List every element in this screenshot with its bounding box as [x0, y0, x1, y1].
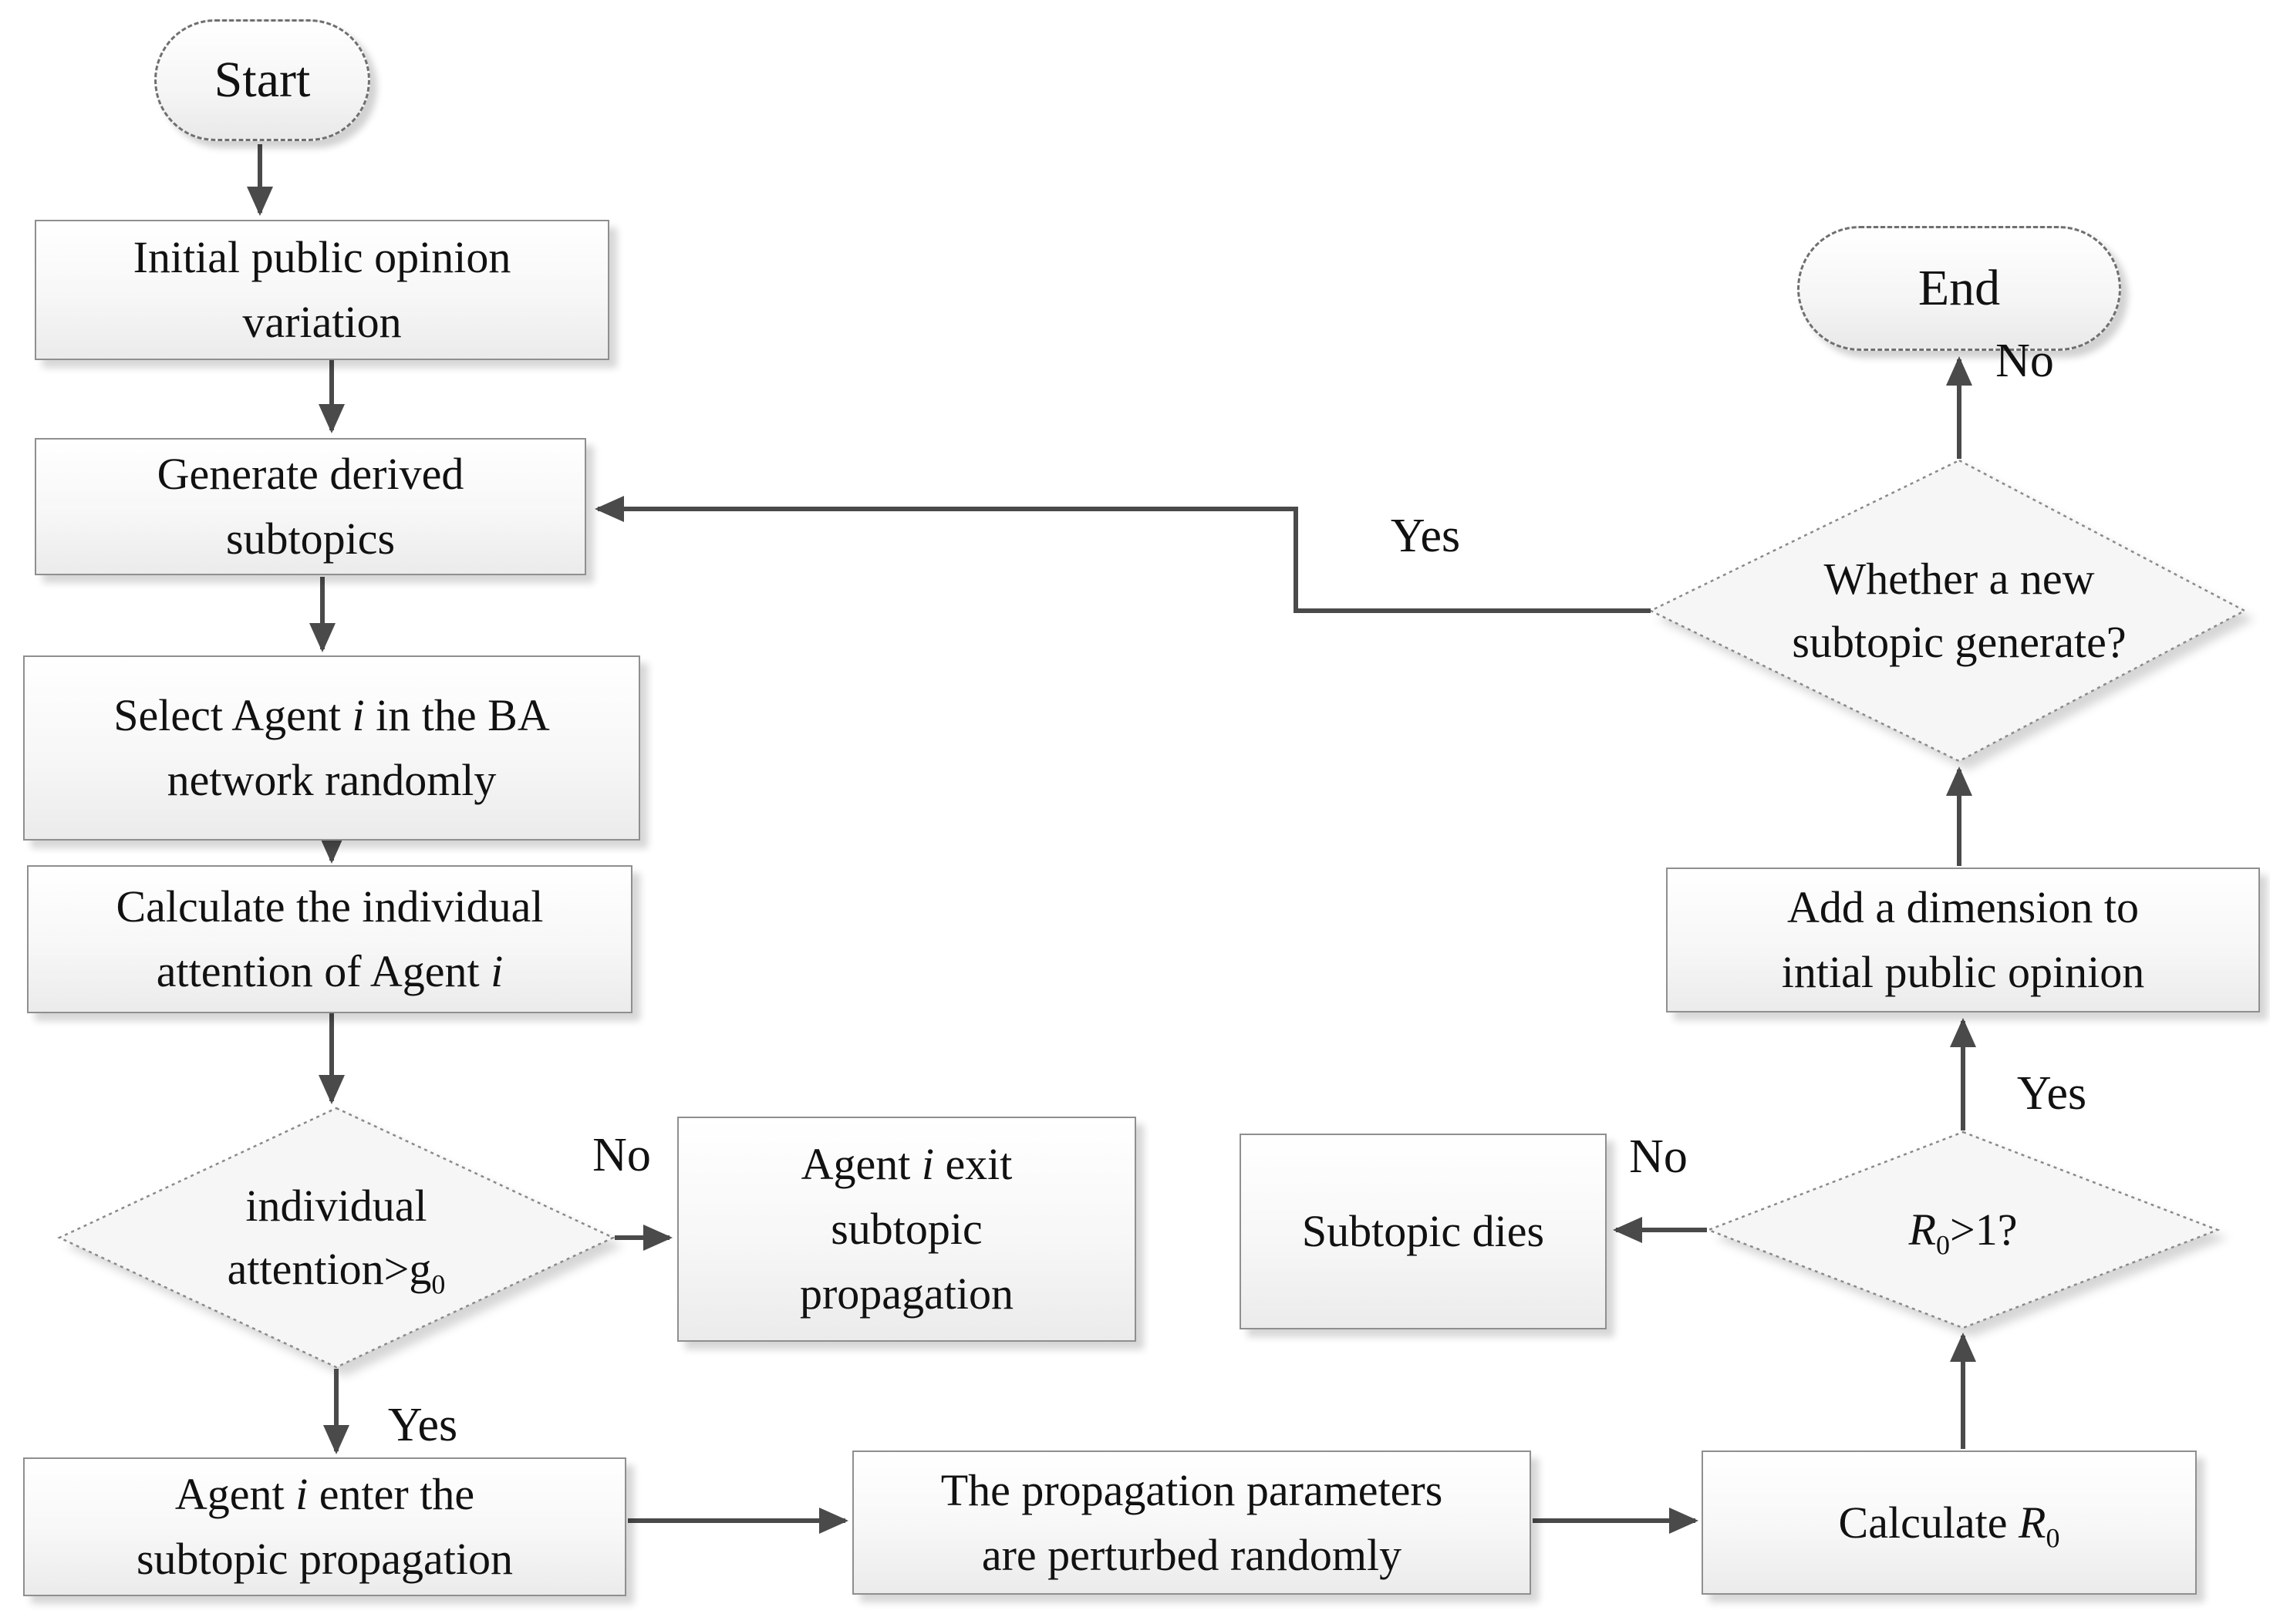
text-fragment: Select Agent [113, 690, 352, 740]
box-text-line: Select Agent i in the BA [113, 683, 549, 748]
text-fragment: i [295, 1469, 309, 1519]
box-text-line: attention>g0 [228, 1238, 446, 1301]
text-fragment: i [352, 690, 365, 740]
text-fragment: R [2019, 1497, 2046, 1548]
select-agent-box: Select Agent i in the BA network randoml… [23, 655, 640, 841]
edge-label-new-subtopic-no: No [1995, 334, 2054, 387]
r0-decision-text: R0>1? [1809, 1195, 2117, 1265]
box-text-line: Generate derived [157, 449, 464, 499]
text-fragment: R [1908, 1205, 1936, 1255]
box-text-line: network randomly [167, 755, 497, 805]
arrow-new-check-yes-to-generate [595, 496, 1651, 613]
box-text-line: The propagation parameters [940, 1464, 1443, 1515]
calculate-r0-box: Calculate R0 [1702, 1450, 2197, 1595]
box-text-line: intial public opinion [1781, 947, 2145, 997]
text-fragment: attention of Agent [156, 946, 491, 996]
text-fragment: exit [933, 1139, 1013, 1189]
text-fragment: >1? [1949, 1205, 2018, 1255]
box-text-line: Initial public opinion [133, 232, 511, 282]
text-fragment: Agent [801, 1139, 922, 1189]
text-fragment: attention>g [227, 1244, 432, 1294]
box-text-line: individual [245, 1181, 427, 1231]
text-fragment: enter the [308, 1469, 475, 1519]
attention-decision-text: individual attention>g0 [143, 1166, 529, 1309]
edge-label-attention-yes: Yes [387, 1398, 458, 1451]
generate-subtopics-box: Generate derived subtopics [35, 438, 586, 575]
new-subtopic-decision-text: Whether a new subtopic generate? [1666, 541, 2252, 680]
text-fragment: i [491, 946, 504, 996]
text-fragment: Calculate [1838, 1497, 2019, 1548]
edge-label-attention-no: No [592, 1128, 651, 1181]
box-text-line: variation [242, 297, 402, 347]
box-text-line: propagation [799, 1269, 1014, 1319]
subtopic-dies-box: Subtopic dies [1240, 1134, 1607, 1329]
perturb-params-box: The propagation parameters are perturbed… [852, 1450, 1531, 1595]
r0-decision-diamond [1705, 1130, 2221, 1329]
box-text-line: attention of Agent i [157, 939, 503, 1004]
box-text-line: R0>1? [1909, 1198, 2018, 1262]
text-fragment: Agent [174, 1469, 296, 1519]
agent-exit-box: Agent i exit subtopic propagation [677, 1117, 1136, 1342]
box-text-line: are perturbed randomly [981, 1529, 1402, 1580]
box-text-line: subtopic propagation [136, 1534, 514, 1584]
text-fragment: in the BA [364, 690, 550, 740]
box-text-line: subtopics [225, 514, 396, 564]
box-text-line: Calculate R0 [1839, 1491, 2060, 1555]
edge-label-r0-yes: Yes [2016, 1066, 2087, 1120]
agent-enter-box: Agent i enter the subtopic propagation [23, 1457, 626, 1596]
box-text-line: Calculate the individual [116, 881, 544, 932]
text-fragment: i [921, 1139, 934, 1189]
box-text-line: Add a dimension to [1787, 882, 2139, 932]
end-node: End [1797, 226, 2121, 351]
edge-label-r0-no: No [1629, 1130, 1688, 1183]
edge-label-new-subtopic-yes: Yes [1390, 509, 1461, 562]
box-text-line: subtopic [831, 1204, 983, 1254]
box-text-line: subtopic generate? [1792, 617, 2127, 667]
new-subtopic-decision-diamond [1648, 459, 2247, 763]
attention-decision-diamond [57, 1107, 616, 1369]
text-fragment: 0 [431, 1269, 446, 1300]
box-text-line: Agent i exit [801, 1132, 1013, 1197]
box-text-line: Whether a new [1823, 554, 2095, 604]
text-fragment: 0 [2046, 1522, 2060, 1554]
start-node: Start [154, 19, 370, 141]
start-label: Start [214, 52, 311, 108]
calc-attention-box: Calculate the individual attention of Ag… [27, 865, 632, 1013]
end-label: End [1918, 260, 2001, 316]
text-fragment: 0 [1936, 1229, 1950, 1261]
add-dimension-box: Add a dimension to intial public opinion [1666, 868, 2260, 1012]
initial-variation-box: Initial public opinion variation [35, 220, 609, 360]
box-text-line: Agent i enter the [175, 1462, 474, 1527]
box-text-line: Subtopic dies [1301, 1206, 1545, 1256]
